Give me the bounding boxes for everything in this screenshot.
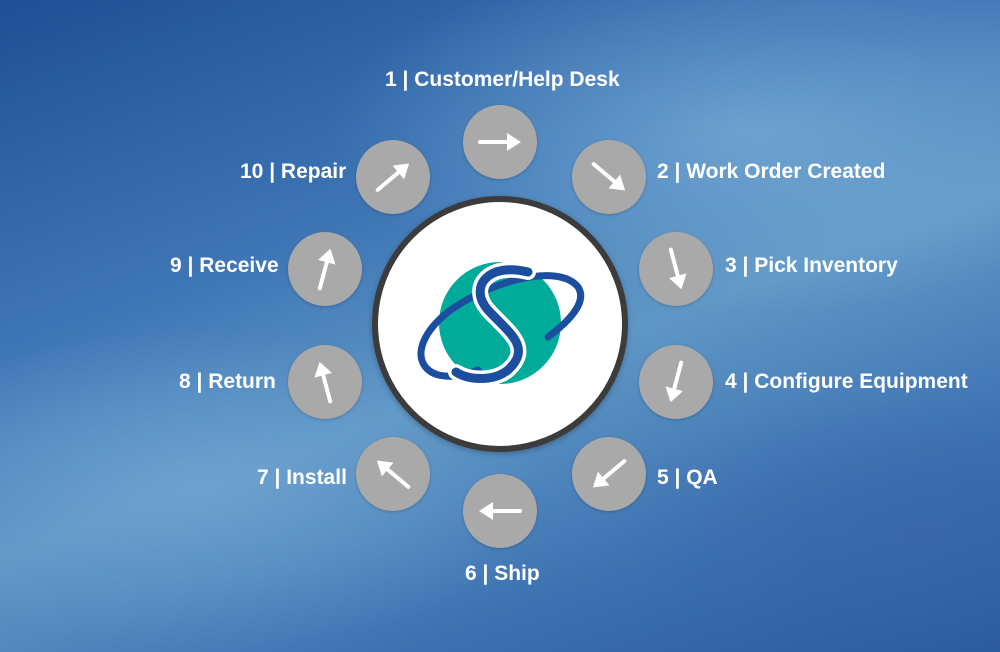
arrow-down-icon (668, 247, 687, 290)
arrow-down-right-icon (591, 162, 626, 191)
arrow-up-left-icon (376, 460, 411, 489)
step-1-node (463, 105, 537, 179)
arrow-down-icon (665, 360, 684, 403)
arrow-right-icon (478, 133, 521, 151)
arrow-up-icon (314, 361, 333, 404)
step-9-label: 9 | Receive (170, 254, 279, 277)
step-8-label: 8 | Return (179, 370, 276, 393)
step-10-label: 10 | Repair (240, 160, 347, 183)
step-5-node (572, 437, 646, 511)
step-6-label: 6 | Ship (465, 562, 540, 585)
step-5-label: 5 | QA (657, 466, 718, 489)
step-7-node (356, 437, 430, 511)
step-4-label: 4 | Configure Equipment (725, 370, 968, 393)
step-4-node (639, 345, 713, 419)
step-6-node (463, 474, 537, 548)
step-9-node (288, 232, 362, 306)
s-globe-logo (417, 261, 585, 387)
arrow-up-right-icon (375, 163, 410, 192)
arrow-left-icon (479, 502, 522, 520)
step-1-label: 1 | Customer/Help Desk (385, 68, 620, 91)
step-2-label: 2 | Work Order Created (657, 160, 886, 183)
step-7-label: 7 | Install (257, 466, 347, 489)
step-3-label: 3 | Pick Inventory (725, 254, 898, 277)
step-2-node (572, 140, 646, 214)
step-10-node (356, 140, 430, 214)
arrow-up-icon (317, 248, 336, 291)
center-logo-circle (372, 196, 628, 452)
arrow-down-left-icon (592, 459, 627, 488)
step-3-node (639, 232, 713, 306)
step-8-node (288, 345, 362, 419)
